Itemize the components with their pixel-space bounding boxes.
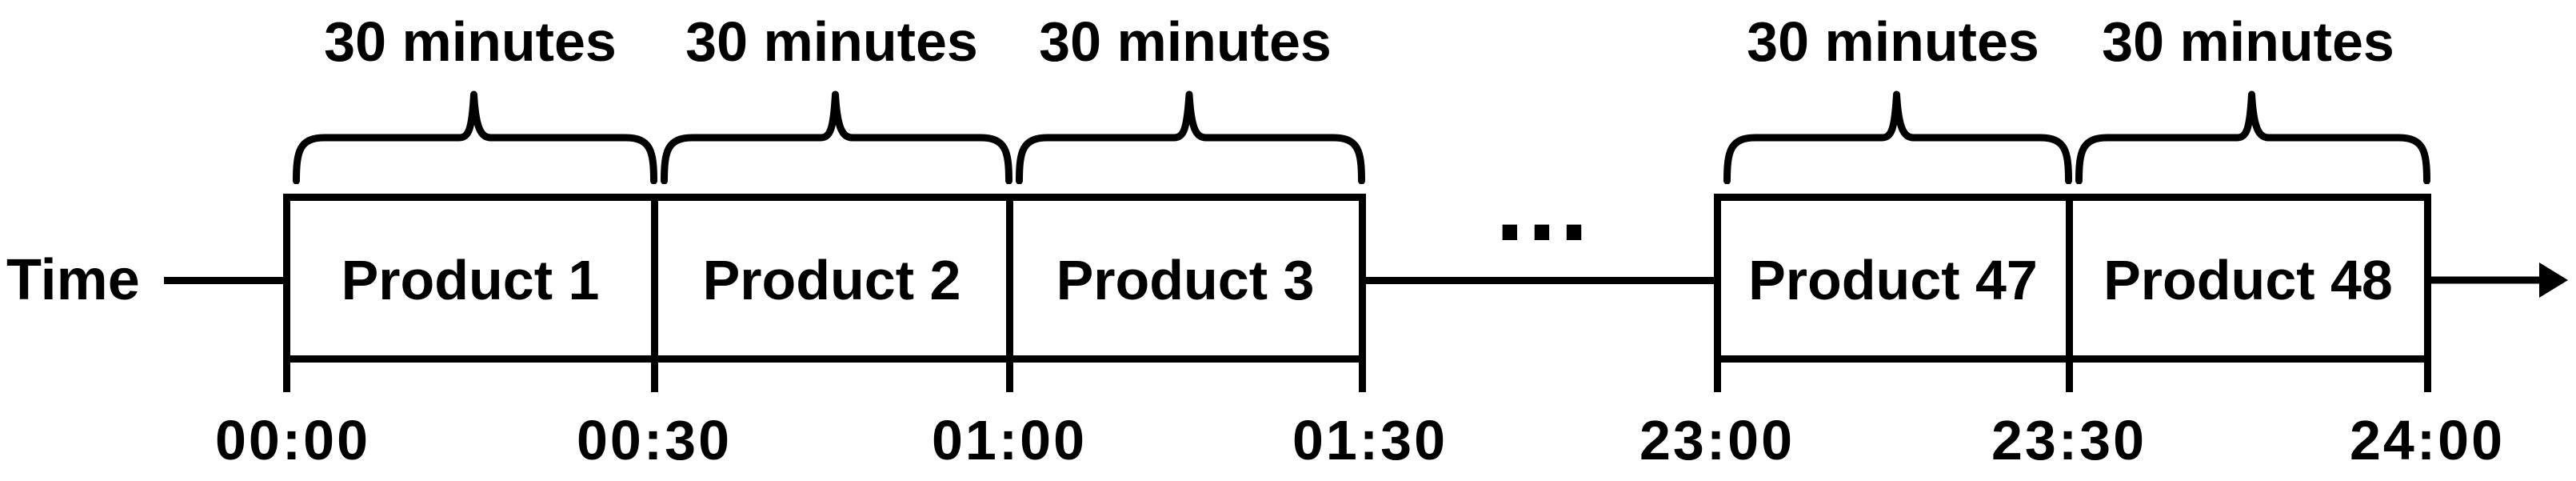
time-tick-label: 00:30 <box>576 409 733 471</box>
tick-mark <box>1358 355 1366 392</box>
tick-mark <box>2065 355 2073 392</box>
time-tick-label: 01:30 <box>1292 409 1448 471</box>
product-box <box>651 194 1013 363</box>
tick-mark <box>650 355 658 392</box>
time-tick-label: 23:30 <box>1991 409 2147 471</box>
time-tick-label: 24:00 <box>2349 409 2506 471</box>
product-box-label: Product 1 <box>341 249 600 311</box>
duration-label: 30 minutes <box>1747 10 2039 73</box>
time-axis-line <box>164 277 286 284</box>
product-box-label: Product 3 <box>1056 249 1315 311</box>
duration-label: 30 minutes <box>685 10 978 73</box>
product-box-label: Product 2 <box>702 249 961 311</box>
brace <box>661 90 1012 184</box>
tick-mark <box>1005 355 1013 392</box>
duration-label: 30 minutes <box>1039 10 1332 73</box>
ellipsis: ... <box>1495 146 1592 263</box>
brace <box>2075 90 2430 184</box>
product-box <box>1006 194 1366 363</box>
product-box <box>2066 194 2431 363</box>
duration-label: 30 minutes <box>324 10 617 73</box>
time-tick-label: 01:00 <box>931 409 1088 471</box>
brace <box>1723 90 2072 184</box>
connector-line <box>1362 277 1717 284</box>
time-tick-label: 23:00 <box>1639 409 1795 471</box>
product-box-label: Product 47 <box>1748 249 2038 311</box>
brace <box>1016 90 1365 184</box>
duration-label: 30 minutes <box>2102 10 2394 73</box>
tick-mark <box>2423 355 2431 392</box>
time-tick-label: 00:00 <box>214 409 371 471</box>
product-box-label: Product 48 <box>2103 249 2393 311</box>
time-axis-label: Time <box>6 248 140 312</box>
tick-mark <box>1713 355 1721 392</box>
brace <box>293 90 657 184</box>
product-box <box>283 194 658 363</box>
time-axis-arrow-icon <box>2427 263 2568 298</box>
tick-mark <box>282 355 290 392</box>
